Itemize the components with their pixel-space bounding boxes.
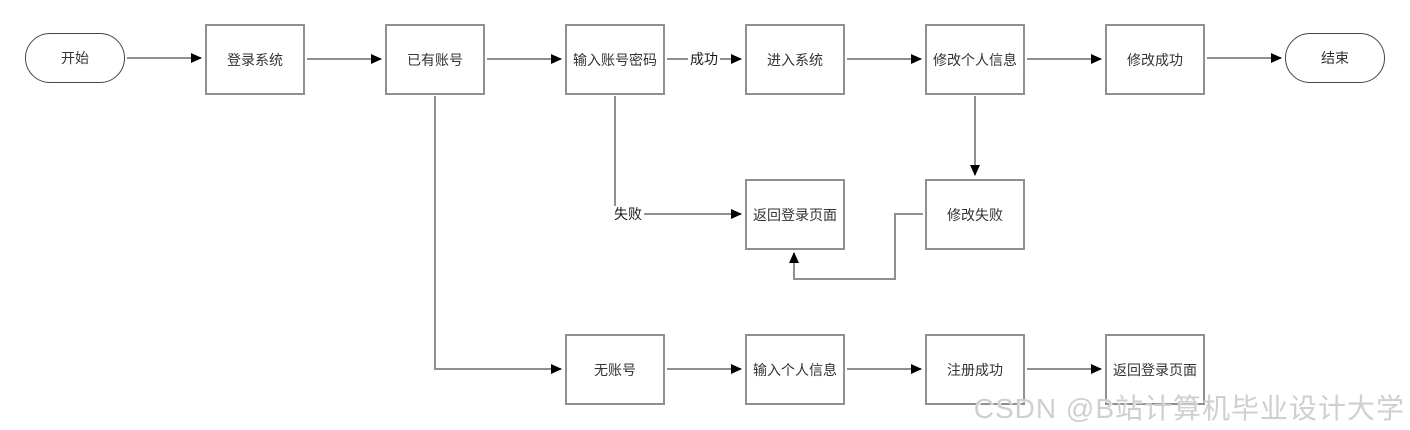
edge-label-success: 成功 [688, 51, 720, 67]
node-has-account: 已有账号 [385, 24, 485, 95]
node-edit-fail: 修改失败 [925, 179, 1025, 250]
node-register-success: 注册成功 [925, 334, 1025, 405]
node-return-login-page-2: 返回登录页面 [1105, 334, 1205, 405]
connector-edit-fail-to-return-login [789, 213, 923, 280]
node-edit-personal-info: 修改个人信息 [925, 24, 1025, 95]
node-no-account: 无账号 [565, 334, 665, 405]
edge-label-fail: 失败 [612, 206, 644, 222]
node-enter-credentials: 输入账号密码 [565, 24, 665, 95]
connector-has-account-to-no-account [434, 96, 562, 374]
node-return-login-page: 返回登录页面 [745, 179, 845, 250]
node-enter-system: 进入系统 [745, 24, 845, 95]
node-edit-success: 修改成功 [1105, 24, 1205, 95]
node-login-system: 登录系统 [205, 24, 305, 95]
node-start: 开始 [25, 33, 125, 83]
connector-credentials-fail-to-return-login [614, 96, 742, 219]
node-end: 结束 [1285, 33, 1385, 83]
node-enter-personal-info: 输入个人信息 [745, 334, 845, 405]
